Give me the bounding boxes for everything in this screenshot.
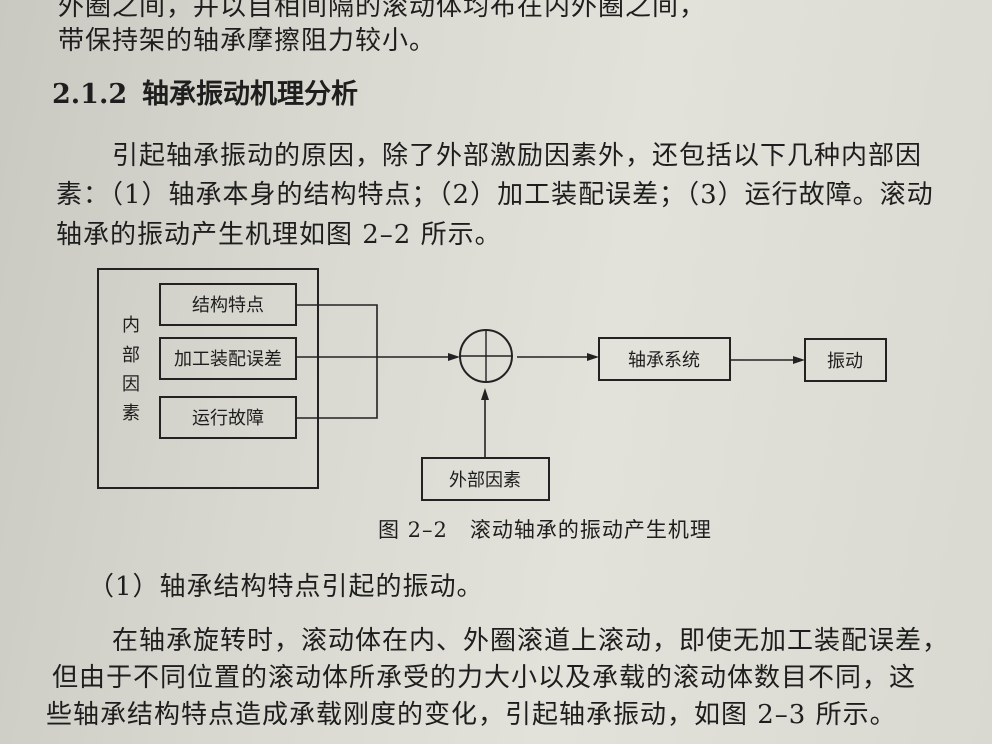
section-number: 2.1.2 — [52, 79, 128, 110]
paragraph-line: 轴承的振动产生机理如图 2–2 所示。 — [56, 220, 502, 250]
group-label-char: 因 — [122, 374, 140, 395]
paragraph-line: 在轴承旋转时，滚动体在内、外圈滚道上滚动，即使无加工装配误差， — [112, 626, 950, 656]
factor-label: 运行故障 — [192, 408, 264, 429]
paragraph-line: 但由于不同位置的滚动体所承受的力大小以及承载的滚动体数目不同，这 — [52, 663, 917, 693]
internal-factors-group-box — [97, 268, 319, 489]
subsection-heading: （1）轴承结构特点引起的振动。 — [88, 572, 484, 602]
bearing-system-label: 轴承系统 — [628, 350, 700, 371]
group-label-char: 部 — [122, 345, 140, 366]
factor-label: 结构特点 — [192, 295, 264, 316]
factor-box-assembly-error — [159, 337, 297, 380]
connector-lines — [296, 304, 798, 458]
section-heading: 2.1.2 轴承振动机理分析 — [52, 72, 358, 111]
group-label-char: 内 — [122, 315, 140, 336]
paragraph-line: 引起轴承振动的原因，除了外部激励因素外，还包括以下几种内部因 — [112, 141, 923, 171]
factor-label: 加工装配误差 — [174, 349, 282, 370]
vibration-box — [804, 338, 887, 382]
arrowheads — [448, 353, 805, 400]
figure-caption: 图 2–2 滚动轴承的振动产生机理 — [378, 518, 712, 542]
group-label-char: 素 — [122, 403, 140, 424]
section-title: 轴承振动机理分析 — [142, 79, 358, 110]
bearing-system-box — [598, 337, 731, 381]
external-factor-box — [421, 457, 550, 501]
vibration-label: 振动 — [827, 351, 863, 372]
text-line: 带保持架的轴承摩擦阻力较小。 — [58, 26, 437, 56]
external-factor-label: 外部因素 — [449, 470, 521, 491]
paragraph-line: 素：（1）轴承本身的结构特点；（2）加工装配误差；（3）运行故障。滚动 — [56, 180, 934, 210]
top-partial-text: 外圈之间，并以自相间隔的滚动体均布在内外圈之间， — [58, 0, 707, 22]
paragraph-line: 些轴承结构特点造成承载刚度的变化，引起轴承振动，如图 2–3 所示。 — [46, 700, 897, 730]
